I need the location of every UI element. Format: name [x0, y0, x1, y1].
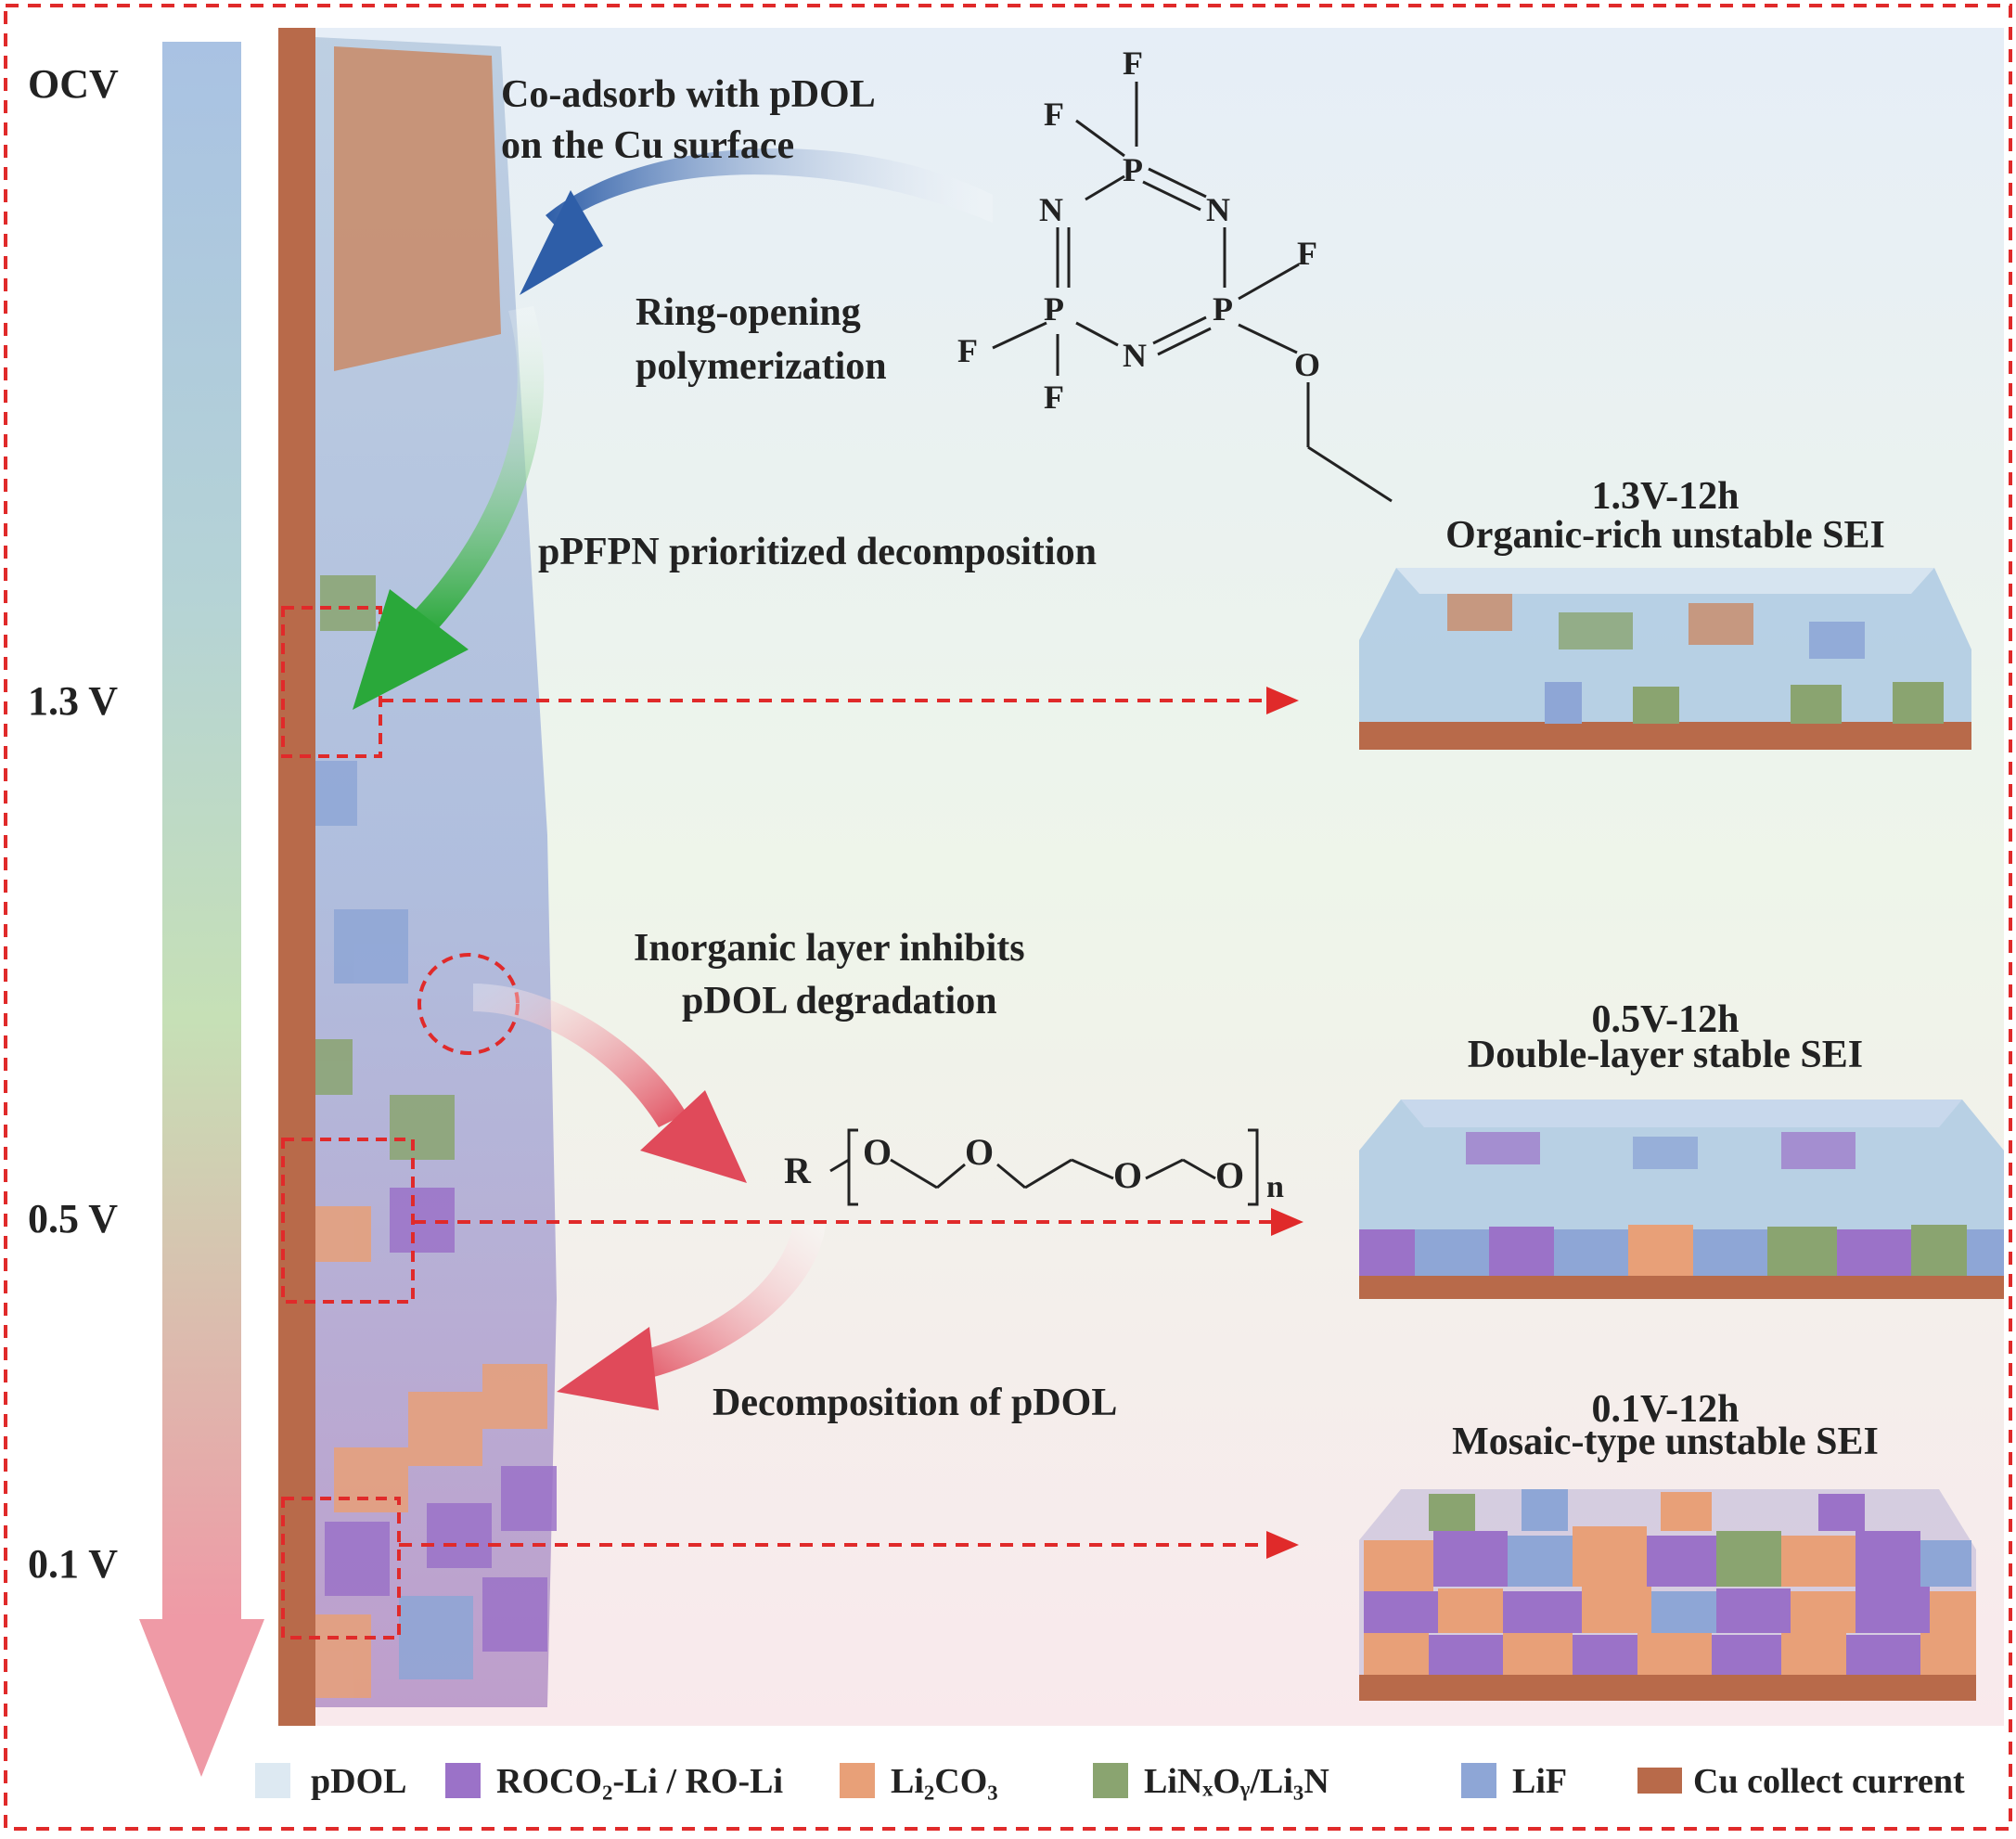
- atom-f-right: F: [1297, 235, 1317, 272]
- ring-opening-text-line2: polymerization: [636, 345, 887, 388]
- sei-panel-2-illustration: [1359, 1100, 2004, 1299]
- cu-current-collector: [278, 28, 315, 1726]
- ring-opening-text-line1: Ring-opening: [636, 291, 861, 334]
- polymer-repeat-n: n: [1266, 1170, 1284, 1204]
- sei-panel-3-condition: 0.1V-12h: [1591, 1388, 1739, 1431]
- voltage-label-0-1v: 0.1 V: [28, 1541, 118, 1587]
- legend: pDOL ROCO₂-Li / RO-Li Li₂CO₃ LiNₓOᵧ/Li₃N…: [255, 1762, 1965, 1801]
- decomposition-text: Decomposition of pDOL: [713, 1382, 1117, 1424]
- legend-swatch-linxoy: [1093, 1763, 1128, 1798]
- sei-panel-1-condition: 1.3V-12h: [1591, 475, 1739, 518]
- legend-swatch-roco2li: [445, 1763, 481, 1798]
- polymer-r: R: [784, 1150, 812, 1191]
- legend-label-lif: LiF: [1512, 1762, 1567, 1801]
- voltage-label-1-3v: 1.3 V: [28, 678, 118, 724]
- pfpn-molecule: F F P N N P F P N F F O: [957, 45, 1393, 503]
- pfpn-decomposition-text: pPFPN prioritized decomposition: [538, 531, 1097, 573]
- voltage-label-0-5v: 0.5 V: [28, 1196, 118, 1241]
- coadsorb-text-line1: Co-adsorb with pDOL: [501, 73, 876, 116]
- connector-arrow-1-3v: [380, 687, 1299, 714]
- atom-n-bottom: N: [1123, 337, 1147, 374]
- legend-label-roco2li: ROCO₂-Li / RO-Li: [496, 1762, 783, 1801]
- atom-p-left: P: [1044, 290, 1064, 328]
- atom-f-bottom-left: F: [957, 332, 978, 369]
- background-panel: [278, 28, 2004, 1726]
- legend-swatch-li2co3: [840, 1763, 875, 1798]
- inhibit-text-line1: Inorganic layer inhibits: [634, 927, 1025, 970]
- legend-label-pdol: pDOL: [311, 1762, 406, 1801]
- sei-panel-3-description: Mosaic-type unstable SEI: [1452, 1421, 1879, 1463]
- atom-f-top: F: [1123, 45, 1143, 82]
- coadsorb-text-line2: on the Cu surface: [501, 124, 794, 167]
- legend-label-li2co3: Li₂CO₃: [891, 1762, 998, 1801]
- polymer-o1: O: [863, 1131, 892, 1173]
- atom-n-right: N: [1206, 191, 1230, 228]
- legend-label-cu: Cu collect current: [1693, 1762, 1965, 1801]
- decomposition-arrow: [557, 1225, 826, 1410]
- atom-o: O: [1294, 346, 1320, 383]
- legend-label-linxoy: LiNₓOᵧ/Li₃N: [1144, 1762, 1329, 1801]
- sei-panel-1-illustration: [1359, 568, 1971, 750]
- pdol-polymer-structure: R O O O O n: [784, 1128, 1284, 1206]
- sei-panel-2-description: Double-layer stable SEI: [1468, 1034, 1863, 1076]
- outer-border: [4, 4, 2012, 1831]
- atom-p-right: P: [1213, 290, 1233, 328]
- polymer-o4: O: [1215, 1154, 1244, 1196]
- polymer-o3: O: [1113, 1154, 1142, 1196]
- coadsorb-arrow: [520, 148, 993, 295]
- inhibit-arrow: [473, 984, 747, 1183]
- connector-arrow-0-1v: [399, 1531, 1299, 1559]
- sei-panel-2-condition: 0.5V-12h: [1591, 998, 1739, 1041]
- voltage-label-ocv: OCV: [28, 61, 119, 107]
- inhibit-text-line2: pDOL degradation: [682, 980, 997, 1022]
- sei-growth-wall: [315, 37, 557, 1707]
- atom-p-top: P: [1123, 151, 1143, 188]
- pfpn-decomposition-arrow: [353, 306, 545, 710]
- connector-arrow-0-5v: [413, 1208, 1303, 1236]
- voltage-axis-arrow: [139, 42, 264, 1777]
- polymer-o2: O: [965, 1131, 994, 1173]
- atom-f-bottom: F: [1044, 379, 1064, 416]
- atom-f-left: F: [1044, 96, 1064, 133]
- atom-n-left: N: [1039, 191, 1063, 228]
- sei-panel-3-illustration: [1359, 1489, 1976, 1701]
- sei-panel-1-description: Organic-rich unstable SEI: [1445, 514, 1885, 557]
- legend-swatch-cu: [1637, 1768, 1682, 1794]
- legend-swatch-pdol: [255, 1763, 290, 1798]
- selection-box-0-1v: [281, 1497, 401, 1640]
- legend-swatch-lif: [1461, 1763, 1496, 1798]
